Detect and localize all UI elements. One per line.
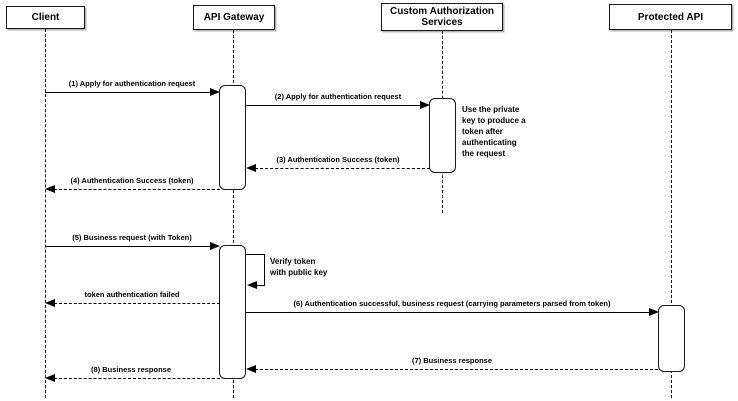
- message-8-line: [54, 378, 220, 379]
- message-6-label: (6) Authentication successful, business …: [293, 299, 611, 308]
- lifeline-client: [45, 29, 46, 398]
- actor-custom-auth: Custom Authorization Services: [381, 3, 503, 31]
- message-6-line: [246, 312, 650, 313]
- activation-api-gateway-2: [219, 245, 246, 379]
- self-message-vertical-line: [264, 254, 265, 286]
- self-message-top-line: [246, 254, 264, 255]
- activation-custom-auth: [429, 98, 456, 173]
- actor-custom-auth-label: Custom Authorization Services: [389, 6, 495, 28]
- message-8-arrowhead: [45, 374, 55, 382]
- message-4-line: [54, 189, 220, 190]
- actor-api-gateway-label: API Gateway: [203, 12, 265, 23]
- message-7-arrowhead: [246, 365, 256, 373]
- message-8-label: (8) Business response: [90, 365, 172, 374]
- actor-client: Client: [6, 6, 85, 29]
- message-token-failed-line: [54, 303, 220, 304]
- actor-client-label: Client: [31, 12, 60, 23]
- message-3-line: [255, 168, 430, 169]
- message-1-line: [45, 92, 213, 93]
- lifeline-protected-api: [671, 30, 672, 398]
- message-1-arrowhead: [210, 88, 220, 96]
- activation-api-gateway-1: [219, 85, 246, 190]
- message-7-label: (7) Business response: [411, 356, 493, 365]
- note-private-key: Use the private key to produce a token a…: [462, 105, 526, 158]
- self-message-bottom-line: [256, 285, 265, 286]
- message-4-label: (4) Authentication Success (token): [70, 176, 194, 185]
- message-3-label: (3) Authentication Success (token): [276, 155, 400, 164]
- message-5-arrowhead: [210, 242, 220, 250]
- actor-protected-api-label: Protected API: [637, 11, 704, 23]
- lifeline-api-gateway: [233, 30, 234, 398]
- message-1-label: (1) Apply for authentication request: [68, 79, 196, 88]
- actor-api-gateway: API Gateway: [193, 5, 275, 30]
- actor-protected-api: Protected API: [609, 4, 732, 30]
- message-6-arrowhead: [649, 308, 659, 316]
- message-5-label: (5) Business request (with Token): [72, 233, 192, 242]
- message-2-label: (2) Apply for authentication request: [274, 92, 402, 101]
- self-message-label: Verify token with public key: [270, 257, 328, 277]
- message-4-arrowhead: [45, 185, 55, 193]
- message-2-arrowhead: [420, 101, 430, 109]
- activation-protected-api: [658, 305, 685, 372]
- message-7-line: [255, 369, 658, 370]
- message-2-line: [246, 105, 421, 106]
- message-3-arrowhead: [246, 164, 256, 172]
- message-token-failed-label: token authentication failed: [84, 290, 180, 299]
- self-message-arrowhead: [247, 281, 257, 289]
- message-token-failed-arrowhead: [45, 299, 55, 307]
- message-5-line: [45, 246, 213, 247]
